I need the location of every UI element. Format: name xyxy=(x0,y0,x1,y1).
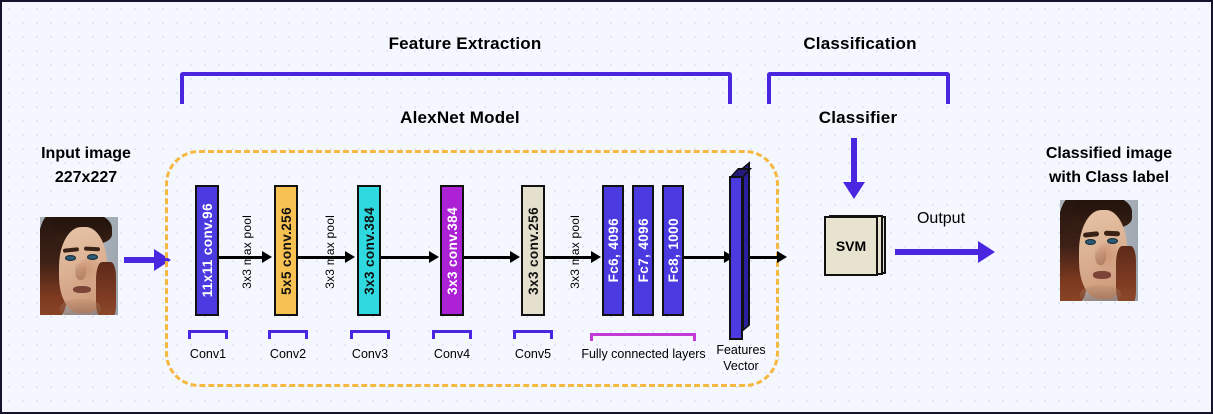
pool-label-2: 3x3 max pool xyxy=(323,215,337,289)
layer-conv3-label: 3x3 conv.384 xyxy=(361,206,377,295)
bracket-conv1 xyxy=(188,330,228,339)
features-vector-label-line2: Vector xyxy=(723,359,759,373)
classifier-arrow-line xyxy=(851,138,857,185)
group-label-conv1: Conv1 xyxy=(189,347,227,361)
group-label-fully-connected: Fully connected layers xyxy=(581,347,706,361)
classifier-arrow-head xyxy=(843,182,865,199)
svm-classifier-box: SVM xyxy=(824,214,886,276)
group-label-conv2: Conv2 xyxy=(269,347,307,361)
layer-conv5-label: 3x3 conv.256 xyxy=(525,206,541,295)
layer-conv2: 5x5 conv.256 xyxy=(274,185,298,316)
pool-label-3: 3x3 max pool xyxy=(568,215,582,289)
layer-fc7: Fc7, 4096 xyxy=(632,185,654,316)
output-label: Output xyxy=(916,210,966,227)
connector-head-4 xyxy=(510,251,520,263)
connector-line-6 xyxy=(684,256,726,259)
layer-conv3: 3x3 conv.384 xyxy=(357,185,381,316)
layer-conv4: 3x3 conv.384 xyxy=(440,185,464,316)
input-image-caption-line2: 227x227 xyxy=(54,169,118,186)
output-arrow-line xyxy=(895,249,980,255)
layer-conv4-label: 3x3 conv.384 xyxy=(444,206,460,295)
connector-line-3 xyxy=(381,256,430,259)
bracket-fully-connected xyxy=(590,333,696,341)
connector-line-1 xyxy=(219,256,264,259)
connector-line-7 xyxy=(744,256,779,259)
classification-bracket xyxy=(767,72,950,104)
connector-line-4 xyxy=(464,256,511,259)
bracket-conv5 xyxy=(513,330,553,339)
group-label-conv5: Conv5 xyxy=(514,347,552,361)
feature-extraction-bracket xyxy=(180,72,732,104)
layer-fc8-label: Fc8, 1000 xyxy=(665,218,681,283)
connector-line-5 xyxy=(545,256,592,259)
input-face-image xyxy=(40,217,118,315)
layer-conv5: 3x3 conv.256 xyxy=(521,185,545,316)
group-label-conv3: Conv3 xyxy=(351,347,389,361)
connector-head-2 xyxy=(345,251,355,263)
layer-fc6-label: Fc6, 4096 xyxy=(605,218,621,283)
layer-conv1: 11x11 conv.96 xyxy=(195,185,219,316)
connector-head-1 xyxy=(262,251,272,263)
connector-head-5 xyxy=(591,251,601,263)
input-arrow-line xyxy=(124,257,156,263)
features-vector-block xyxy=(729,161,753,340)
classification-title: Classification xyxy=(803,34,917,53)
connector-line-2 xyxy=(298,256,347,259)
layer-conv2-label: 5x5 conv.256 xyxy=(278,206,294,295)
feature-extraction-title: Feature Extraction xyxy=(388,34,542,53)
alexnet-dashed-container xyxy=(165,150,779,387)
bracket-conv2 xyxy=(268,330,308,339)
features-vector-label-line1: Features xyxy=(716,343,766,357)
layer-fc6: Fc6, 4096 xyxy=(602,185,624,316)
output-image-caption-line1: Classified image xyxy=(1045,145,1173,162)
layer-conv1-label: 11x11 conv.96 xyxy=(199,203,215,298)
bracket-conv4 xyxy=(432,330,472,339)
bracket-conv3 xyxy=(350,330,390,339)
input-image-caption-line1: Input image xyxy=(41,145,131,162)
classifier-label: Classifier xyxy=(818,108,898,127)
group-label-conv4: Conv4 xyxy=(433,347,471,361)
connector-head-3 xyxy=(429,251,439,263)
classified-face-image xyxy=(1060,200,1138,301)
svm-label: SVM xyxy=(824,216,878,276)
connector-head-7 xyxy=(777,251,787,263)
layer-fc7-label: Fc7, 4096 xyxy=(635,218,651,283)
pool-label-1: 3x3 max pool xyxy=(240,215,254,289)
alexnet-model-label: AlexNet Model xyxy=(400,108,520,127)
layer-fc8: Fc8, 1000 xyxy=(662,185,684,316)
output-image-caption-line2: with Class label xyxy=(1048,169,1170,186)
output-arrow-head xyxy=(978,241,995,263)
